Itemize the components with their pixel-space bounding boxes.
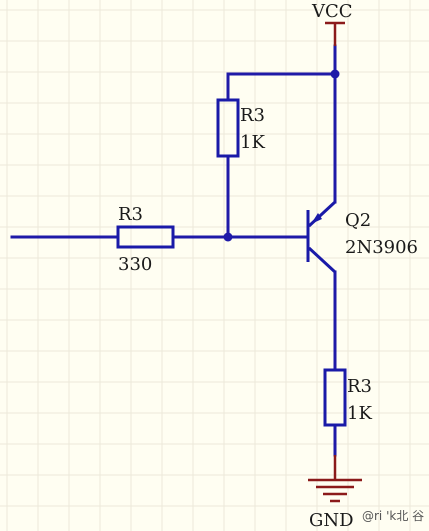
ground-icon <box>308 455 362 503</box>
r-collector-value: 1K <box>347 403 372 424</box>
transistor-arrow-icon <box>311 213 322 224</box>
vcc-symbol <box>325 21 345 46</box>
gnd-label: GND <box>309 510 354 531</box>
r-base-designator: R3 <box>118 204 143 225</box>
q2-part-number: 2N3906 <box>345 237 418 258</box>
watermark: @ri 'k北 ⾕ <box>362 509 424 523</box>
junction-dot-top <box>330 69 340 79</box>
transistor-collector-leg <box>307 246 337 274</box>
junction-dot-base <box>223 232 233 242</box>
transistor-q2 <box>306 200 337 274</box>
r-pullup-value: 1K <box>240 132 265 153</box>
resistor-pullup <box>216 98 240 158</box>
q2-designator: Q2 <box>345 210 371 231</box>
resistor-collector <box>323 368 347 427</box>
r-collector-designator: R3 <box>347 376 372 397</box>
r-pullup-designator: R3 <box>240 105 265 126</box>
r-base-value: 330 <box>118 254 152 275</box>
resistor-base <box>116 225 175 249</box>
vcc-label: VCC <box>311 1 353 22</box>
wires <box>10 44 337 457</box>
